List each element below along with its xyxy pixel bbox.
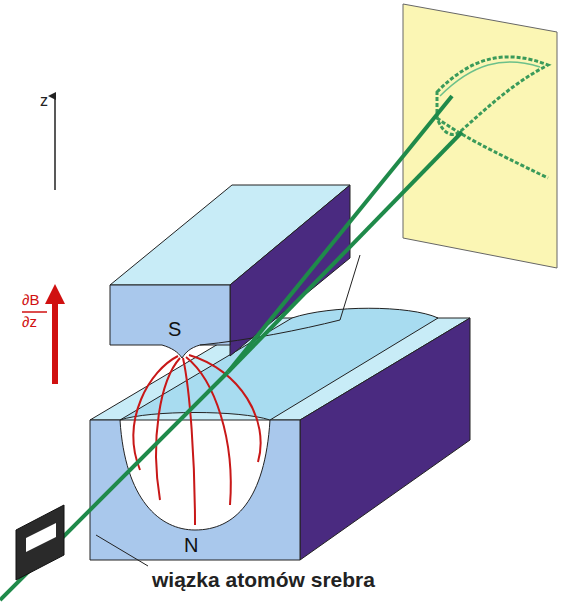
atom-beam [0,372,228,600]
deposit-pattern [437,57,548,135]
z-axis [54,96,56,190]
fraction-bar [22,311,47,313]
detector-screen [403,4,557,268]
deposit-pattern [437,118,548,178]
slit-plate [16,505,64,580]
slit-opening [26,523,56,552]
gradient-label: ∂z [22,314,37,331]
gradient-arrow [45,284,65,304]
magnet-side [300,318,470,560]
pole-label: S [168,318,181,340]
atom-beam-upper [228,96,452,372]
magnet-side [230,185,350,356]
axis-label: z [40,92,48,110]
atom-beam-lower [228,132,462,372]
gradient-arrow [52,300,58,384]
deposit-pattern [440,62,540,96]
gradient-label: ∂B [22,292,39,309]
field-lines [134,355,261,525]
magnet-edge [200,255,360,345]
pole-label: N [184,534,198,556]
beam-label: wiązka atomów srebra [152,568,375,591]
magnet-south-pole [110,285,230,358]
leader-line [96,535,148,566]
